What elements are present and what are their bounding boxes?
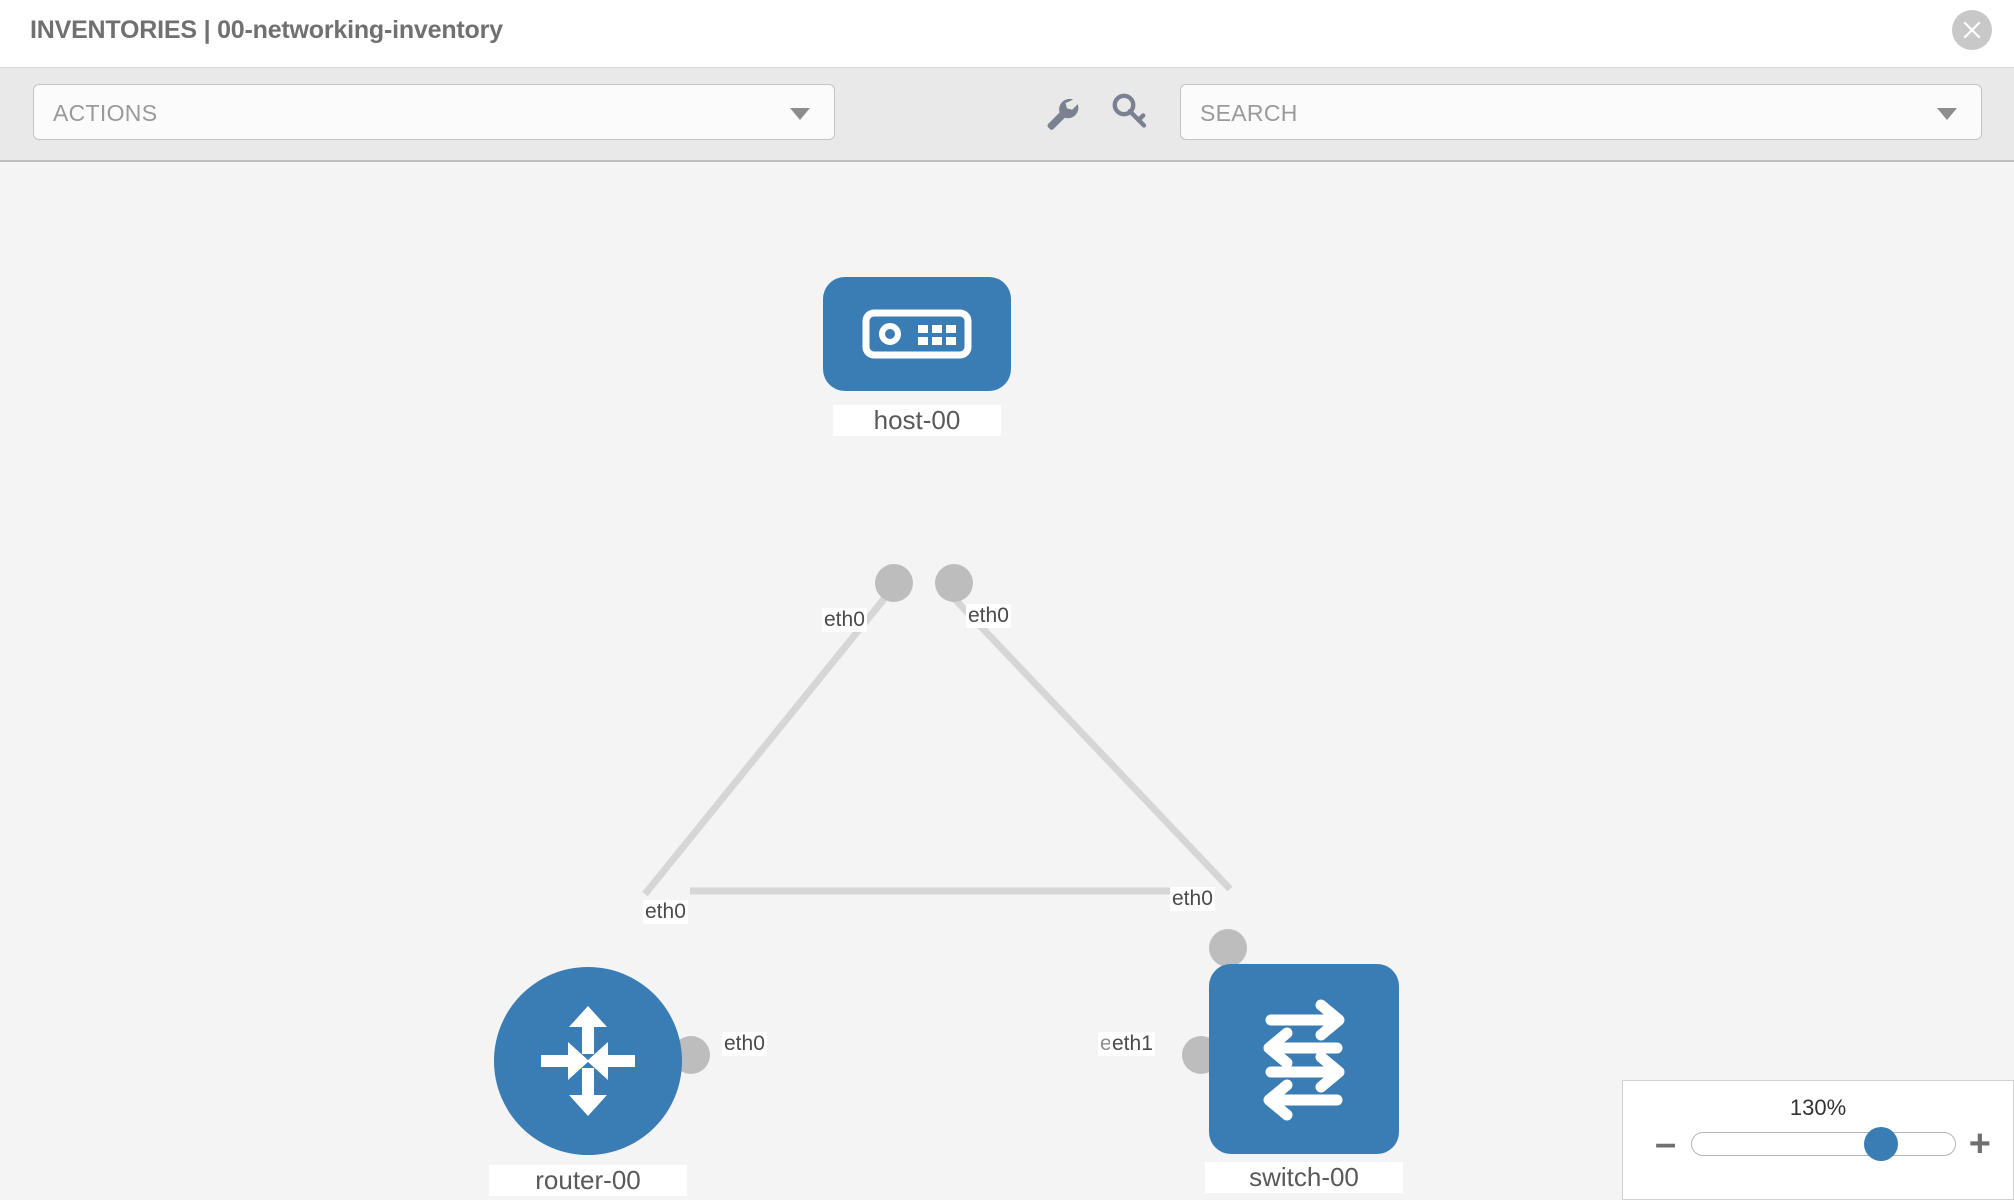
link-host-router[interactable] <box>642 591 891 897</box>
zoom-out-button[interactable]: – <box>1655 1123 1677 1165</box>
node-switch-00-label: switch-00 <box>1205 1162 1403 1193</box>
node-switch-00-shape[interactable] <box>1209 964 1399 1154</box>
node-router-00-label: router-00 <box>489 1165 687 1196</box>
search-placeholder: SEARCH <box>1200 100 1298 126</box>
node-host-00-label: host-00 <box>833 405 1001 436</box>
switch-arrows-icon <box>1263 999 1345 1121</box>
page-title: INVENTORIES | 00-networking-inventory <box>30 16 503 44</box>
edge-label-host-left: eth0 <box>822 608 867 632</box>
topology-links <box>642 591 1233 897</box>
router-arrows-icon <box>541 1006 635 1116</box>
actions-dropdown[interactable]: ACTIONS <box>33 84 835 140</box>
node-host-00-shape[interactable] <box>823 277 1011 391</box>
search-input[interactable]: SEARCH <box>1180 84 1982 140</box>
edge-label-switch-upper: eth0 <box>1170 887 1215 911</box>
edge-label-router-right: eth0 <box>722 1032 767 1056</box>
server-appliance-icon <box>862 309 972 359</box>
zoom-in-button[interactable]: + <box>1968 1123 1991 1165</box>
interface-nub-host-left[interactable] <box>875 564 913 602</box>
zoom-slider-thumb[interactable] <box>1864 1127 1898 1161</box>
wrench-icon[interactable] <box>1040 90 1084 134</box>
edge-label-router-upper: eth0 <box>643 900 688 924</box>
zoom-percent-label: 130% <box>1789 1095 1847 1120</box>
zoom-control: 130% – + <box>1622 1080 2014 1200</box>
chevron-down-icon[interactable] <box>1937 108 1957 120</box>
edge-label-switch-left: eth1 <box>1110 1032 1155 1056</box>
edge-label-host-right: eth0 <box>966 604 1011 628</box>
key-icon[interactable] <box>1108 90 1152 134</box>
node-router-00-shape[interactable] <box>494 967 682 1155</box>
interface-nub-switch-top[interactable] <box>1209 929 1247 967</box>
chevron-down-icon <box>790 108 810 120</box>
close-icon[interactable] <box>1952 10 1992 50</box>
link-host-switch[interactable] <box>947 591 1233 892</box>
interface-nub-host-right[interactable] <box>935 564 973 602</box>
topology-canvas[interactable]: host-00 eth0 eth0 eth0 <box>0 164 2014 1200</box>
title-bar: INVENTORIES | 00-networking-inventory <box>0 0 2014 68</box>
actions-dropdown-label: ACTIONS <box>53 100 158 126</box>
zoom-slider-track[interactable] <box>1691 1127 1956 1161</box>
